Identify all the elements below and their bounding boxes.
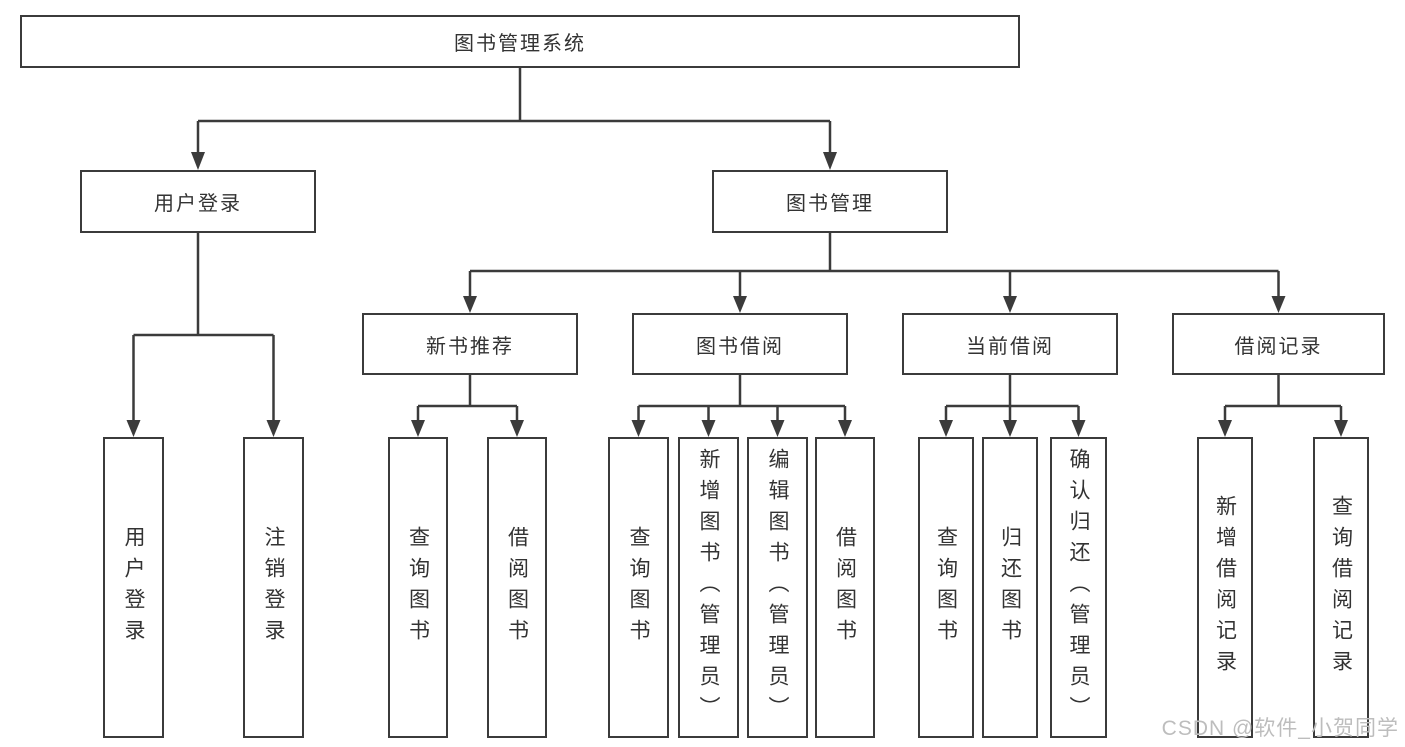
arrowhead [1003,420,1017,437]
node-label: 查询图书 [934,525,958,650]
connector-user-login-to-leaves [132,233,275,421]
arrowhead [510,420,524,437]
node-current-borrowing: 当前借阅 [902,313,1118,375]
arrowhead [701,420,716,437]
node-book-borrowing: 图书借阅 [632,313,848,375]
connector-new-book-recommend-to-leaves [416,375,519,421]
node-label: 借阅图书 [505,525,529,650]
node-borrowing-records: 借阅记录 [1172,313,1385,375]
node-label: 借阅图书 [833,525,857,650]
node-borrow-books: 借阅图书 [815,437,875,738]
node-label: 图书管理系统 [454,33,586,55]
arrowhead [838,420,852,437]
node-return-books: 归还图书 [982,437,1038,738]
node-label: 查询借阅记录 [1329,494,1353,681]
connector-borrowing-records-to-leaves [1223,375,1343,421]
node-label: 确认归还（管理员） [1067,448,1090,727]
arrowhead [733,296,747,313]
node-label: 新书推荐 [426,335,514,358]
node-query-books-current: 查询图书 [918,437,974,738]
arrowhead [266,420,281,437]
node-confirm-return-admin: 确认归还（管理员） [1050,437,1107,738]
csdn-watermark: CSDN @软件_小贺同学 [1161,717,1399,740]
node-label: 借阅记录 [1234,335,1323,358]
node-label: 新增图书（管理员） [697,448,720,727]
node-label: 新增借阅记录 [1213,494,1237,681]
node-query-books-recommend: 查询图书 [388,437,448,738]
node-book-management: 图书管理 [712,170,948,233]
arrowhead [1003,296,1017,313]
arrowhead [411,420,425,437]
arrowhead [126,420,141,437]
node-label: 归还图书 [998,525,1022,650]
node-add-borrowing-record: 新增借阅记录 [1197,437,1253,738]
arrowhead [463,296,477,313]
node-user-login-leaf: 用户登录 [103,437,164,738]
connector-current-borrowing-to-leaves [944,375,1080,421]
connector-book-borrowing-to-leaves [637,375,847,421]
node-query-borrowing-record: 查询借阅记录 [1313,437,1369,738]
node-borrow-books-recommend: 借阅图书 [487,437,547,738]
node-label: 编辑图书（管理员） [766,448,789,727]
connector-book-management-to-level3 [468,233,1280,297]
node-add-books-admin: 新增图书（管理员） [678,437,739,738]
node-label: 图书借阅 [696,335,784,358]
arrowhead [1271,296,1286,313]
arrowhead [191,152,205,170]
arrowhead [770,420,785,437]
node-edit-books-admin: 编辑图书（管理员） [747,437,808,738]
arrowhead [631,420,646,437]
node-logout: 注销登录 [243,437,304,738]
connector-root-to-level2 [196,68,832,153]
node-label: 注销登录 [262,525,285,650]
node-query-books-borrowing: 查询图书 [608,437,669,738]
arrowhead [823,152,837,170]
node-label: 用户登录 [154,193,242,215]
node-user-login: 用户登录 [80,170,316,233]
node-library-management-system: 图书管理系统 [20,15,1020,68]
node-label: 查询图书 [627,525,650,650]
arrowhead [1071,420,1086,437]
arrowhead [1334,420,1348,437]
node-label: 当前借阅 [966,335,1054,358]
arrowhead [939,420,953,437]
node-label: 用户登录 [122,525,145,650]
arrowhead [1218,420,1232,437]
node-label: 查询图书 [406,525,430,650]
node-new-book-recommend: 新书推荐 [362,313,578,375]
node-label: 图书管理 [786,193,874,215]
